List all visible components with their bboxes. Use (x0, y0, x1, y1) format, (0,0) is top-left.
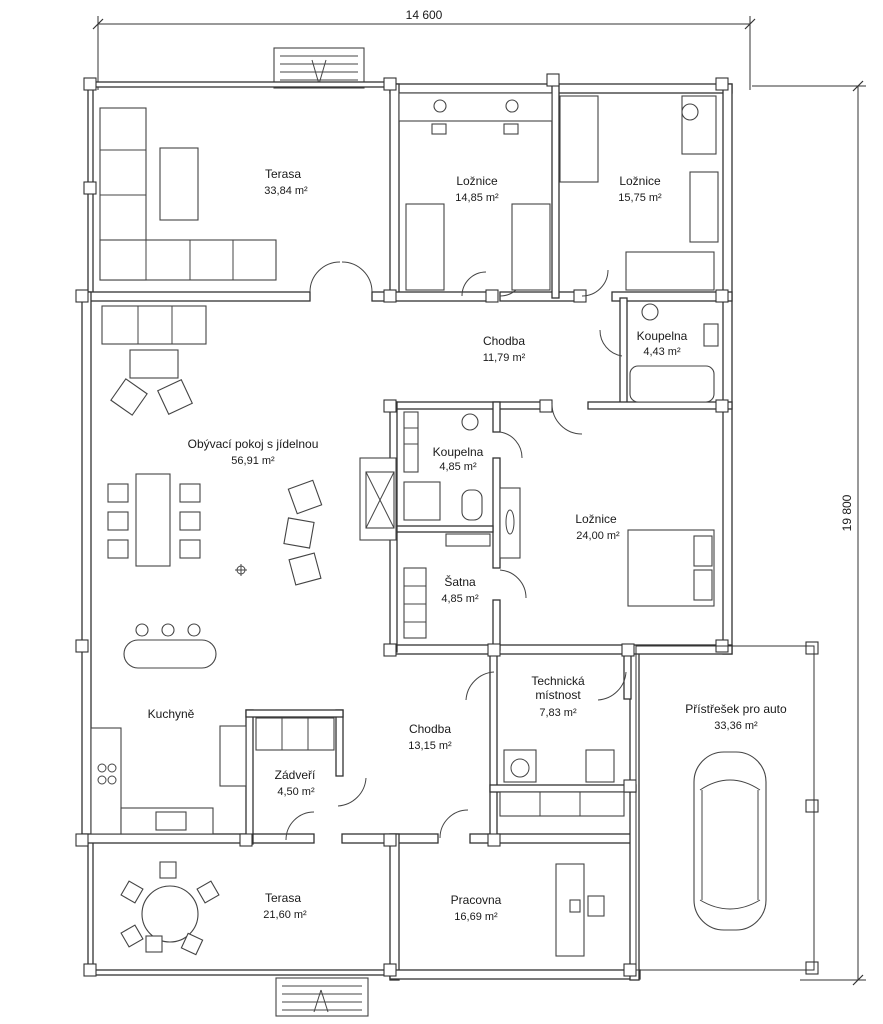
room-koupelna-1: Koupelna 4,43 m² (637, 329, 688, 358)
carport (635, 645, 815, 971)
terrace-sofa (99, 107, 277, 281)
room-label: Ložnice (575, 512, 617, 526)
bathroom2-fixtures (403, 411, 483, 521)
room-terasa-bottom: Terasa 21,60 m² (263, 891, 307, 921)
room-area: 7,83 m² (539, 707, 577, 719)
room-label: Technická (531, 674, 585, 688)
room-label: Koupelna (433, 445, 484, 459)
dimension-width: 14 600 (92, 8, 756, 90)
room-chodba-2: Chodba 13,15 m² (408, 722, 452, 752)
room-label: Zádveří (275, 768, 316, 782)
dimension-height: 19 800 (752, 80, 866, 986)
bathroom1-fixtures (629, 303, 719, 403)
doors (285, 261, 627, 841)
room-loznice-2: Ložnice 15,75 m² (618, 174, 662, 204)
room-koupelna-2: Koupelna 4,85 m² (433, 445, 484, 473)
room-label: Terasa (265, 167, 301, 181)
room-terasa-top: Terasa 33,84 m² (264, 167, 308, 197)
room-area: 33,36 m² (714, 720, 758, 732)
room-label: Chodba (483, 334, 525, 348)
room-label-line2: místnost (535, 688, 581, 702)
room-area: 24,00 m² (576, 530, 620, 542)
steps-top (273, 47, 365, 89)
dimension-width-label: 14 600 (406, 8, 443, 22)
room-area: 4,85 m² (439, 461, 477, 473)
room-kuchyne: Kuchyně (148, 707, 195, 721)
room-label: Přístřešek pro auto (685, 702, 787, 716)
room-pracovna: Pracovna 16,69 m² (451, 893, 502, 923)
room-obyvaci: Obývací pokoj s jídelnou 56,91 m² (188, 437, 319, 467)
bedroom3-furniture (499, 487, 715, 607)
room-area: 4,43 m² (643, 346, 681, 358)
room-zadveri: Zádveří 4,50 m² (275, 768, 316, 798)
room-label: Terasa (265, 891, 301, 905)
room-label: Obývací pokoj s jídelnou (188, 437, 319, 451)
room-label: Kuchyně (148, 707, 195, 721)
room-pristresek: Přístřešek pro auto 33,36 m² (685, 702, 787, 732)
room-label: Pracovna (451, 893, 502, 907)
bedroom2-furniture (559, 95, 719, 291)
room-loznice-3: Ložnice 24,00 m² (575, 512, 620, 542)
room-area: 56,91 m² (231, 455, 275, 467)
technical-fixtures (499, 749, 625, 817)
dimension-height-label: 19 800 (840, 494, 854, 531)
room-technicka: Technická místnost 7,83 m² (531, 674, 585, 719)
terrace-bottom-table (120, 861, 220, 956)
room-label: Chodba (409, 722, 451, 736)
room-area: 4,50 m² (277, 786, 315, 798)
room-label: Ložnice (619, 174, 661, 188)
steps-bottom (275, 977, 369, 1017)
room-loznice-1: Ložnice 14,85 m² (455, 174, 499, 204)
satna-shelves (403, 533, 491, 639)
room-area: 13,15 m² (408, 740, 452, 752)
zadveri-cabinet (255, 717, 335, 751)
room-label: Šatna (444, 574, 476, 589)
room-area: 11,79 m² (483, 352, 526, 364)
room-satna: Šatna 4,85 m² (441, 574, 479, 605)
room-area: 15,75 m² (618, 192, 662, 204)
room-area: 4,85 m² (441, 593, 479, 605)
room-area: 14,85 m² (455, 192, 499, 204)
room-area: 21,60 m² (263, 909, 307, 921)
office-desk (555, 863, 605, 957)
room-chodba-1: Chodba 11,79 m² (483, 334, 526, 364)
room-label: Ložnice (456, 174, 498, 188)
room-area: 33,84 m² (264, 185, 308, 197)
bedroom1-furniture (398, 92, 553, 291)
room-label: Koupelna (637, 329, 688, 343)
terrace-bottom-railing (87, 839, 397, 976)
room-area: 16,69 m² (454, 911, 498, 923)
living-furniture (101, 305, 323, 669)
kitchen-counter (90, 725, 247, 835)
